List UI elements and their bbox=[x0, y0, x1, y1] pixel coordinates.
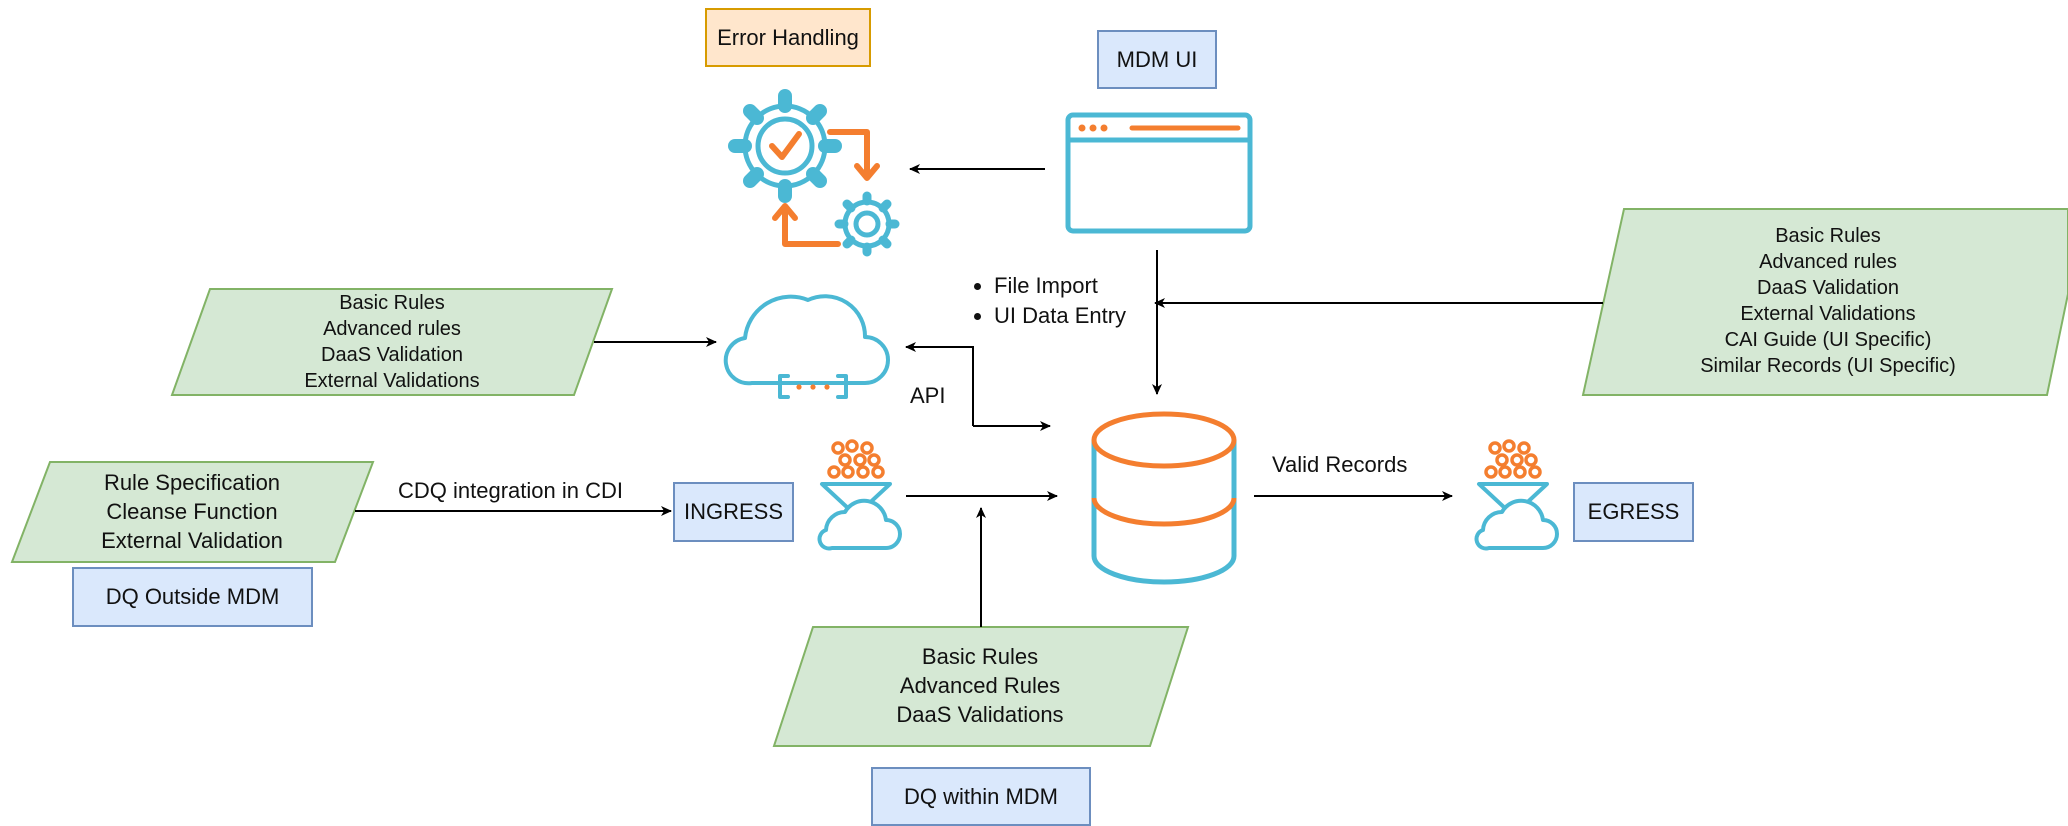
rule-item: Basic Rules bbox=[921, 644, 1039, 669]
egress-box: EGRESS bbox=[1573, 482, 1694, 542]
entry-methods-list: File Import UI Data Entry bbox=[960, 271, 1126, 331]
dq-outside-mdm-box: DQ Outside MDM bbox=[72, 567, 313, 627]
rules-ui-text: Basic Rules Advanced rules DaaS Validati… bbox=[1608, 223, 2048, 379]
api-label: API bbox=[910, 383, 946, 408]
rules-ingress-shape bbox=[772, 626, 1190, 747]
data-filter-icon bbox=[1474, 439, 1559, 551]
rules-ui-shape bbox=[1581, 208, 2068, 396]
rule-item: Similar Records (UI Specific) bbox=[1700, 355, 1956, 377]
rule-item: DaaS Validations bbox=[896, 702, 1064, 727]
rules-cloud-shape bbox=[170, 288, 614, 396]
entry-method-item: File Import bbox=[994, 271, 1126, 301]
cloud-api-icon bbox=[723, 294, 890, 399]
rules-cdi-text: Rule Specification Cleanse Function Exte… bbox=[32, 468, 352, 555]
rule-item: Advanced rules bbox=[1759, 251, 1897, 273]
rule-item: External Validations bbox=[304, 370, 480, 392]
mdm-ui-box: MDM UI bbox=[1097, 30, 1217, 89]
rule-item: DaaS Validation bbox=[1757, 277, 1899, 299]
gears-sync-icon bbox=[728, 89, 900, 257]
dq-within-mdm-box: DQ within MDM bbox=[871, 767, 1091, 826]
rule-item: Basic Rules bbox=[1775, 225, 1881, 247]
rule-item: Basic Rules bbox=[339, 292, 445, 314]
entry-method-item: UI Data Entry bbox=[994, 301, 1126, 331]
browser-window-icon bbox=[1065, 112, 1253, 234]
database-icon bbox=[1091, 411, 1237, 585]
rule-item: Advanced Rules bbox=[899, 673, 1061, 698]
ingress-box: INGRESS bbox=[673, 482, 794, 542]
rules-ingress-text: Basic Rules Advanced Rules DaaS Validati… bbox=[800, 642, 1160, 729]
cdq-integration-label: CDQ integration in CDI bbox=[398, 478, 623, 503]
rules-cdi-shape bbox=[10, 461, 375, 563]
valid-records-label: Valid Records bbox=[1272, 452, 1408, 477]
api-to-cloud-arrow bbox=[905, 342, 974, 426]
rule-item: Advanced rules bbox=[323, 318, 461, 340]
rule-item: External Validation bbox=[101, 528, 283, 553]
data-filter-icon bbox=[817, 439, 902, 551]
rule-item: External Validations bbox=[1740, 303, 1916, 325]
rules-cloud-text: Basic Rules Advanced rules DaaS Validati… bbox=[192, 290, 592, 394]
rule-item: CAI Guide (UI Specific) bbox=[1724, 329, 1932, 351]
rule-item: DaaS Validation bbox=[321, 344, 463, 366]
rule-item: Cleanse Function bbox=[106, 499, 278, 524]
rule-item: Rule Specification bbox=[103, 470, 281, 495]
error-handling-box: Error Handling bbox=[705, 8, 871, 67]
